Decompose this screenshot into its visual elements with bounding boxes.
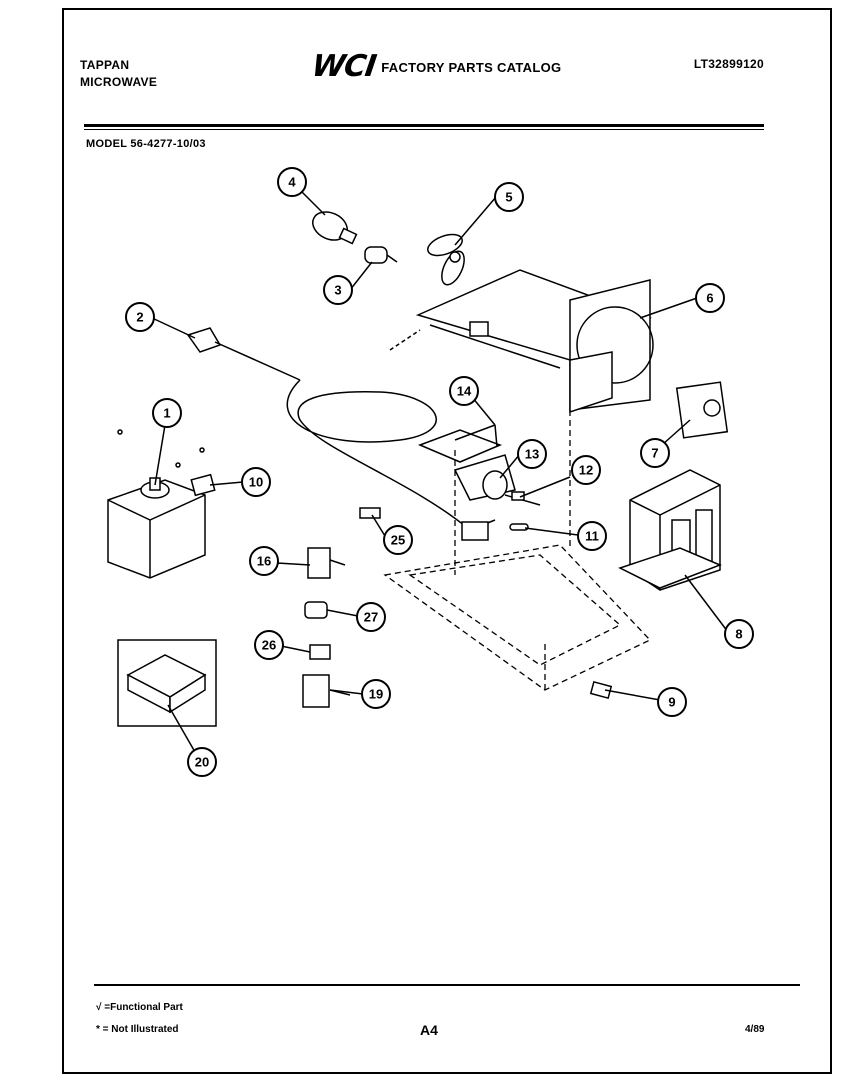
bracket-25 bbox=[359, 507, 381, 519]
footer-rule bbox=[94, 984, 800, 986]
diode-part bbox=[504, 491, 541, 506]
control-board-part bbox=[117, 639, 217, 727]
callout-8-label: 8 bbox=[735, 627, 742, 642]
catalog-date: 4/89 bbox=[745, 1024, 765, 1035]
callout-2: 2 bbox=[125, 302, 155, 332]
header-rule-thin bbox=[84, 129, 764, 130]
callout-13: 13 bbox=[517, 439, 547, 469]
callout-27-label: 27 bbox=[364, 610, 378, 625]
thermal-cutout-part bbox=[190, 473, 216, 497]
callout-26-label: 26 bbox=[262, 638, 276, 653]
light-bulb-part bbox=[312, 211, 358, 245]
callout-19-label: 19 bbox=[369, 687, 383, 702]
fuse-part bbox=[509, 523, 529, 531]
fan-bracket-part bbox=[389, 269, 654, 414]
callout-25-label: 25 bbox=[391, 533, 405, 548]
interlock-switch-16 bbox=[307, 547, 346, 579]
callout-3: 3 bbox=[323, 275, 353, 305]
callout-16-label: 16 bbox=[257, 554, 271, 569]
interlock-switch-19 bbox=[302, 674, 351, 708]
callout-14: 14 bbox=[449, 376, 479, 406]
callout-6: 6 bbox=[695, 283, 725, 313]
callout-27: 27 bbox=[356, 602, 386, 632]
callout-11: 11 bbox=[577, 521, 607, 551]
callout-1-label: 1 bbox=[163, 406, 170, 421]
fan-blade-part bbox=[427, 233, 465, 286]
callout-11-label: 11 bbox=[585, 529, 599, 544]
callout-3-label: 3 bbox=[334, 283, 341, 298]
power-cord-part bbox=[186, 327, 496, 541]
callout-6-label: 6 bbox=[706, 291, 713, 306]
callout-4: 4 bbox=[277, 167, 307, 197]
callout-9-label: 9 bbox=[668, 695, 675, 710]
callout-16: 16 bbox=[249, 546, 279, 576]
callout-19: 19 bbox=[361, 679, 391, 709]
callout-20: 20 bbox=[187, 747, 217, 777]
callout-13-label: 13 bbox=[525, 447, 539, 462]
callout-26: 26 bbox=[254, 630, 284, 660]
catalog-title: FACTORY PARTS CATALOG bbox=[381, 59, 562, 75]
callout-2-label: 2 bbox=[136, 310, 143, 325]
callout-12: 12 bbox=[571, 455, 601, 485]
callout-25: 25 bbox=[383, 525, 413, 555]
leader-lines bbox=[149, 181, 729, 753]
callout-7-label: 7 bbox=[651, 446, 658, 461]
part-number: LT32899120 bbox=[693, 57, 764, 71]
brand-line-2: MICROWAVE bbox=[80, 75, 158, 89]
terminal-9 bbox=[589, 680, 613, 700]
callout-12-label: 12 bbox=[579, 463, 593, 478]
callout-4-label: 4 bbox=[288, 175, 296, 190]
magnetron-part bbox=[107, 429, 206, 579]
callout-8: 8 bbox=[724, 619, 754, 649]
callout-10: 10 bbox=[241, 467, 271, 497]
brand-line-1: TAPPAN bbox=[80, 58, 130, 72]
callout-14-label: 14 bbox=[457, 384, 472, 399]
monitor-switch-27 bbox=[304, 601, 328, 619]
transformer-part bbox=[618, 469, 723, 591]
header-rule-thick bbox=[84, 124, 764, 127]
catalog-heading: WCI FACTORY PARTS CATALOG bbox=[310, 49, 562, 84]
page-frame bbox=[62, 8, 832, 1074]
callout-5: 5 bbox=[494, 182, 524, 212]
legend-not-illustrated: * = Not Illustrated bbox=[96, 1024, 179, 1035]
callout-10-label: 10 bbox=[249, 475, 263, 490]
legend-functional-part: √ =Functional Part bbox=[96, 1002, 183, 1013]
base-plate-outline bbox=[383, 410, 652, 691]
lamp-socket-part bbox=[364, 246, 398, 264]
timer-motor-part bbox=[675, 381, 729, 439]
callout-1: 1 bbox=[152, 398, 182, 428]
page-label: A4 bbox=[420, 1022, 438, 1038]
callout-9: 9 bbox=[657, 687, 687, 717]
model-number: MODEL 56-4277-10/03 bbox=[86, 138, 206, 150]
switch-26 bbox=[309, 644, 331, 660]
callout-7: 7 bbox=[640, 438, 670, 468]
capacitor-part bbox=[417, 424, 516, 501]
callout-5-label: 5 bbox=[505, 190, 512, 205]
callout-20-label: 20 bbox=[195, 755, 209, 770]
